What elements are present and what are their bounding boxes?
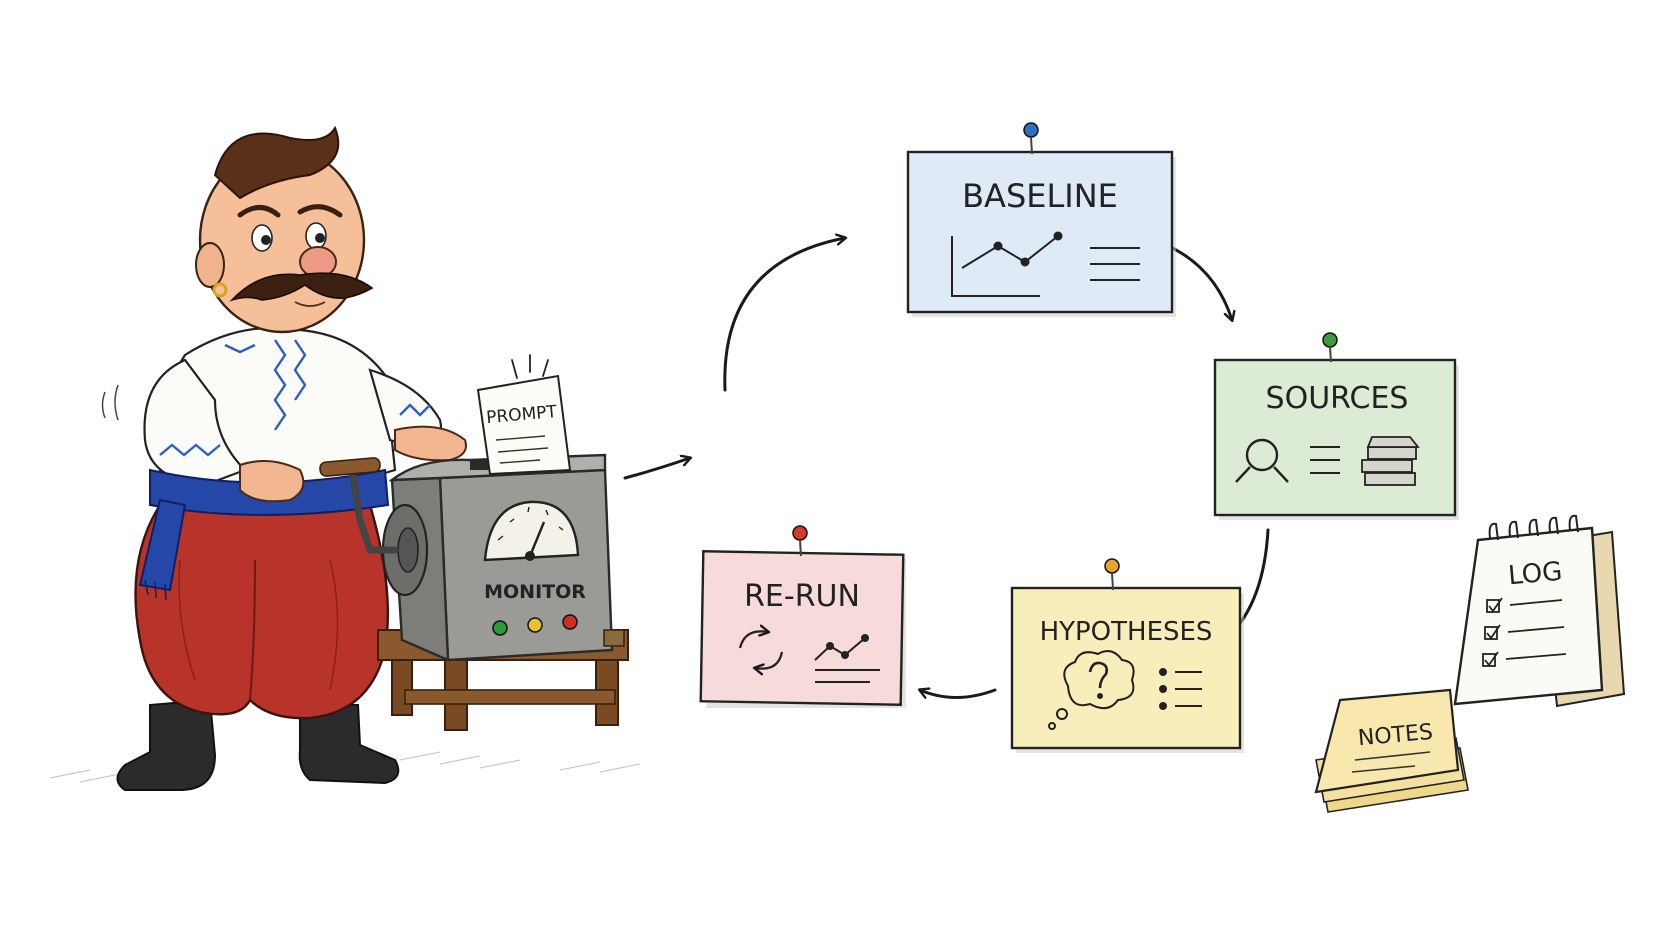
prompt-paper	[476, 374, 572, 476]
prompt-machine: MONITOR PROMPT	[319, 354, 629, 731]
arrow-to-baseline	[723, 238, 845, 392]
notes-pad-top	[1314, 688, 1460, 794]
gauge-needle	[528, 521, 546, 557]
baseline-pin	[1023, 122, 1039, 138]
spiral-binding	[1488, 514, 1579, 541]
notes-pad: NOTES	[1314, 688, 1469, 813]
text-lines-icon	[1090, 247, 1140, 281]
log-notepad-page	[1453, 526, 1604, 706]
cossack-character	[101, 125, 467, 791]
rerun-card: RE-RUN	[699, 525, 906, 708]
rerun-label: RE-RUN	[744, 579, 860, 614]
left-boot	[116, 698, 217, 791]
earring	[212, 282, 228, 298]
baseline-label: BASELINE	[962, 177, 1118, 215]
bullet-list-icon	[1159, 668, 1202, 710]
ear	[195, 242, 225, 288]
arrow-machine-to-cycle	[623, 458, 690, 480]
monitor-gauge	[483, 500, 580, 562]
hypotheses-pin	[1104, 558, 1120, 574]
shirt-embroidery	[159, 339, 431, 457]
left-sleeve	[143, 358, 247, 487]
right-boot	[298, 704, 400, 785]
monitor-label: MONITOR	[484, 581, 586, 603]
yellow-light	[527, 617, 543, 633]
baseline-card-body	[906, 150, 1174, 314]
checkbox-list-icon	[1482, 597, 1567, 667]
baseline-card: BASELINE	[906, 122, 1176, 317]
sources-label: SOURCES	[1266, 381, 1409, 416]
crank-handle	[348, 466, 399, 554]
moustache	[229, 272, 374, 302]
log-notepad: LOG	[1453, 514, 1626, 708]
log-label: LOG	[1507, 557, 1564, 592]
right-hand	[394, 425, 467, 462]
hypotheses-label: HYPOTHESES	[1040, 617, 1213, 647]
line-chart-icon	[814, 634, 880, 683]
arrow-hypotheses-to-rerun	[920, 690, 997, 698]
hypotheses-card-body	[1010, 586, 1242, 750]
sources-pin	[1322, 332, 1338, 348]
hypotheses-card: HYPOTHESES	[1010, 558, 1244, 753]
green-light	[492, 620, 508, 636]
left-hand	[239, 460, 305, 503]
sources-card-body	[1213, 358, 1457, 517]
rerun-pin	[792, 525, 808, 541]
thought-bubble-question-icon	[1048, 650, 1135, 730]
red-light	[562, 614, 578, 630]
text-lines-icon	[1310, 446, 1340, 474]
machine-box-front	[438, 468, 614, 662]
sash-tail	[138, 498, 187, 592]
forelock-hair	[213, 125, 340, 200]
line-chart-icon	[951, 231, 1063, 297]
magnifier-icon	[1235, 438, 1289, 483]
rerun-card-body	[699, 550, 905, 706]
refresh-cycle-icon	[738, 631, 784, 668]
books-icon	[1361, 436, 1420, 486]
sources-card: SOURCES	[1213, 332, 1459, 520]
